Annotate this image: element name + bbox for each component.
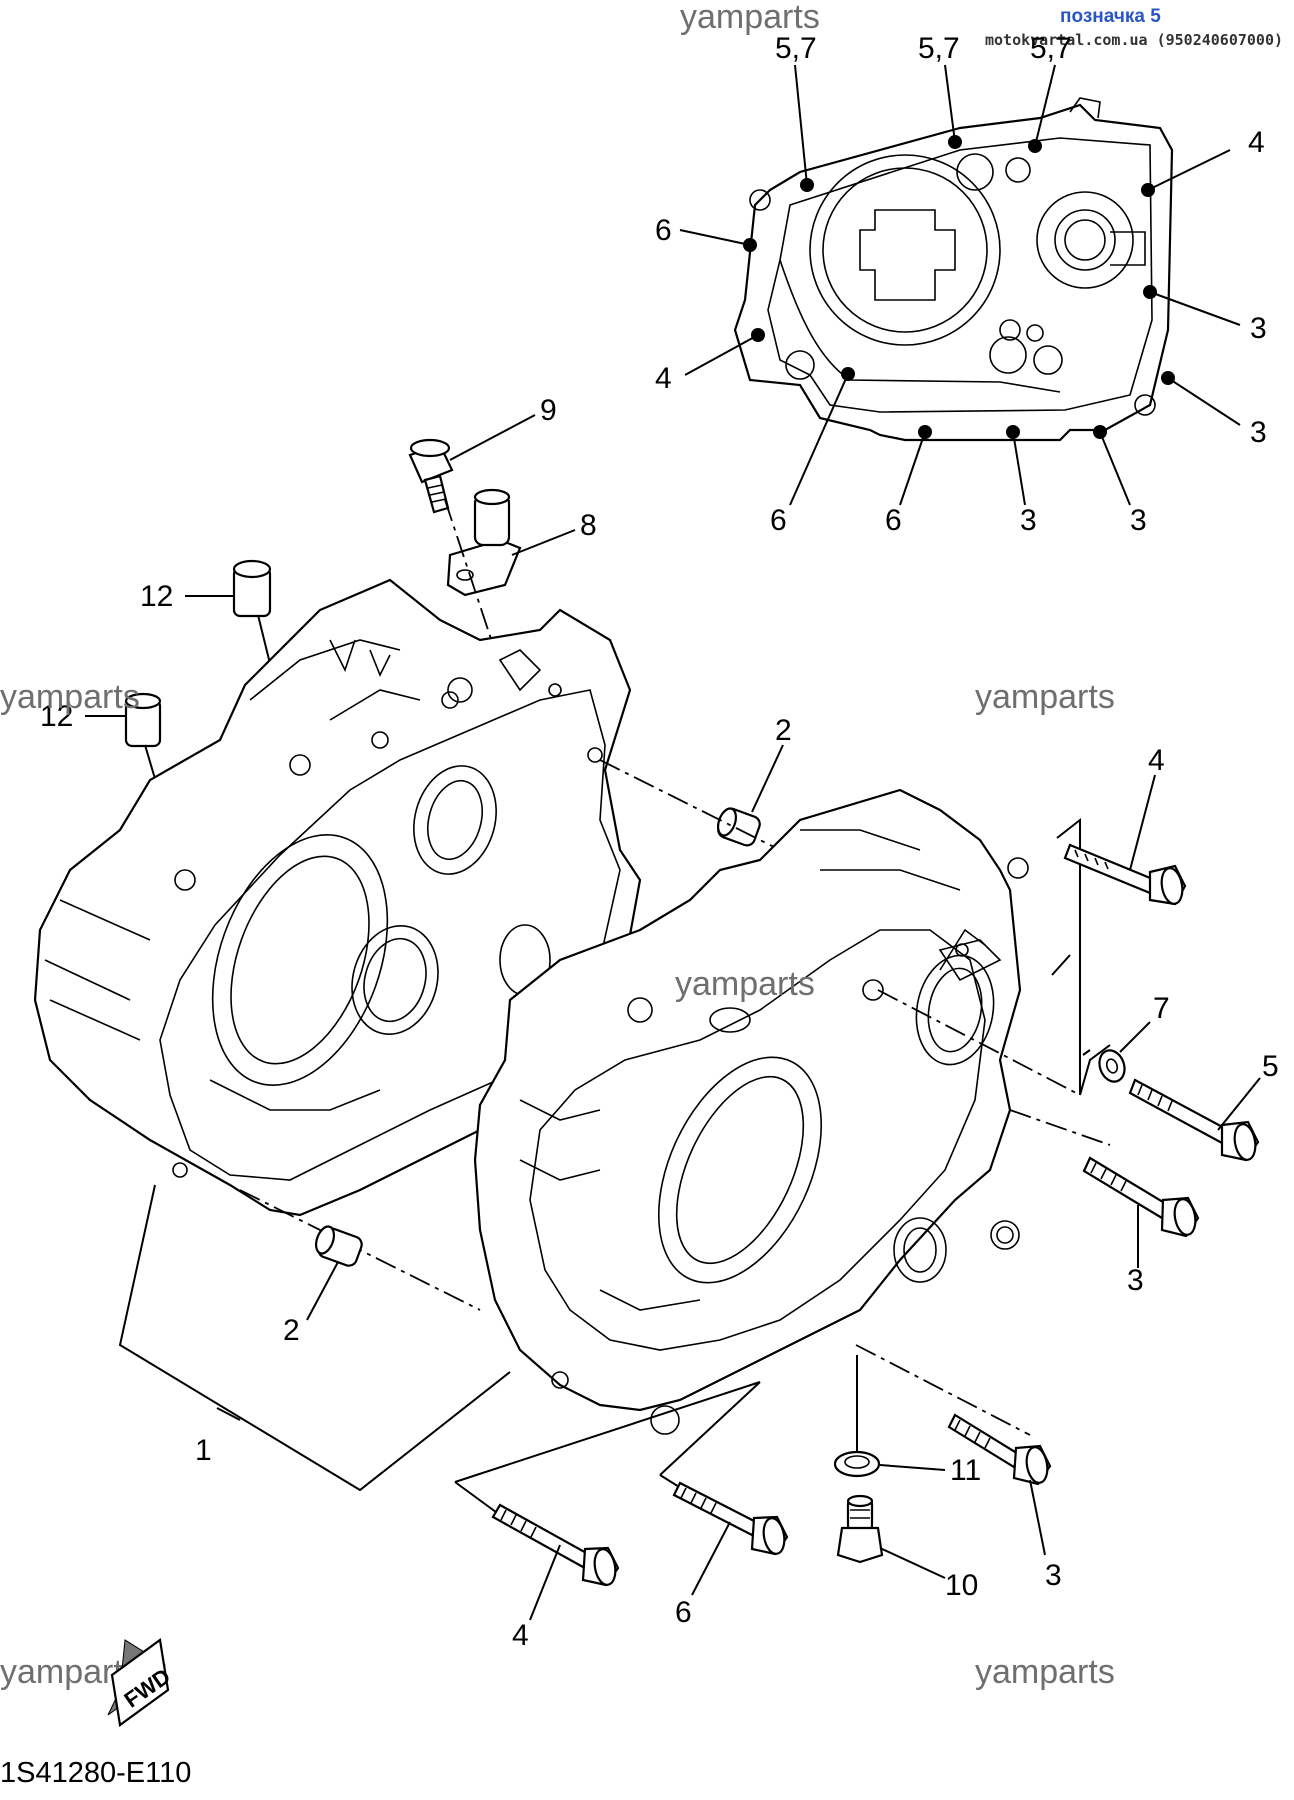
bolt-6-bottom-icon: [672, 1481, 789, 1556]
inset-callout-4-top: 4: [1248, 126, 1265, 159]
bolt-3-right-icon: [1082, 1156, 1200, 1238]
bolt-5-icon: [1128, 1078, 1260, 1162]
inset-callout-5-7-right: 5,7: [1030, 32, 1072, 65]
inset-callout-3-bottom-right: 3: [1130, 504, 1147, 537]
inset-callout-5-7-middle: 5,7: [918, 32, 960, 65]
washer-11-icon: [833, 1450, 881, 1478]
watermark-right: yamparts: [975, 678, 1115, 716]
dowel-2-upper-icon: [716, 807, 761, 847]
left-crankcase-half: [33, 578, 642, 1217]
inset-callout-3-right-upper: 3: [1250, 312, 1267, 345]
dowel-12-upper-icon: [232, 559, 272, 618]
washer-7-icon: [1098, 1049, 1126, 1083]
callout-part-6-bottom: 6: [675, 1596, 692, 1629]
callout-part-10: 10: [945, 1569, 978, 1602]
callout-part-5: 5: [1262, 1050, 1279, 1083]
inset-leader-lines: [679, 64, 1241, 506]
inset-callout-3-bottom-left: 3: [1020, 504, 1037, 537]
inset-callout-6-left: 6: [655, 214, 672, 247]
callout-part-3-bottom: 3: [1045, 1559, 1062, 1592]
bolt-3-bottom-icon: [947, 1413, 1052, 1486]
callout-part-4-bottom: 4: [512, 1619, 529, 1652]
callout-part-3-right: 3: [1127, 1264, 1144, 1297]
callout-part-9: 9: [540, 394, 557, 427]
callout-part-1: 1: [195, 1434, 212, 1467]
watermark-bottom-right: yamparts: [975, 1653, 1115, 1691]
bolt-4-right-icon: [1063, 843, 1187, 906]
watermark-center: yamparts: [675, 965, 815, 1003]
dowel-2-lower-icon: [314, 1225, 363, 1267]
callout-part-2-upper: 2: [775, 714, 792, 747]
watermark-left: yamparts: [0, 678, 140, 716]
inset-bolt-pattern: [733, 97, 1174, 442]
dowel-12-lower-icon: [124, 692, 162, 748]
inset-callout-3-right-lower: 3: [1250, 416, 1267, 449]
callout-part-8: 8: [580, 509, 597, 542]
callout-part-4-right: 4: [1148, 744, 1165, 777]
callout-part-11: 11: [950, 1454, 981, 1487]
bracket-8-icon: [446, 488, 522, 597]
bolt-9-icon: [408, 438, 454, 514]
inset-callout-6-bottom-left: 6: [770, 504, 787, 537]
callout-part-7: 7: [1153, 992, 1170, 1025]
right-crankcase-half: [473, 788, 1029, 1435]
inset-callout-5-7-left: 5,7: [775, 32, 817, 65]
callout-part-2-lower: 2: [283, 1314, 300, 1347]
drain-bolt-10-icon: [836, 1494, 884, 1564]
bolt-4-bottom-icon: [491, 1503, 620, 1587]
callout-part-12-lower: 12: [40, 700, 73, 733]
inset-callout-4-left: 4: [655, 362, 672, 395]
reference-tag: позначка 5: [1060, 6, 1161, 27]
inset-callout-6-bottom-right: 6: [885, 504, 902, 537]
source-site-label: motokvartal.com.ua (950240607000): [985, 31, 1283, 49]
callout-part-12-upper: 12: [140, 580, 173, 613]
watermark-top: yamparts: [680, 0, 820, 36]
diagram-code: 1S41280-E110: [0, 1757, 191, 1789]
